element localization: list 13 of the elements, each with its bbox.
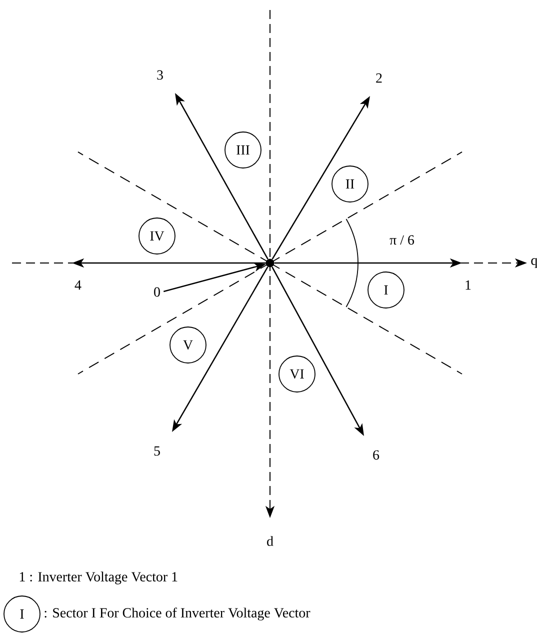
vector-label: 1 (466, 280, 471, 290)
vector-label: 6 (373, 450, 380, 460)
vector-label: 0 (154, 287, 160, 297)
legend-text: : Sector I For Choice of Inverter Voltage Vector (44, 608, 310, 620)
axis-label: q (531, 258, 537, 268)
center-point (266, 258, 274, 268)
vector-label: 4 (74, 280, 82, 290)
angle-label: π / 6 (390, 235, 414, 245)
vector-label: 3 (157, 70, 163, 80)
vector-label: 5 (154, 446, 160, 456)
vector-label: 2 (376, 73, 382, 83)
axis-label: d (267, 536, 274, 546)
legend-text: 1 : Inverter Voltage Vector 1 (20, 572, 178, 584)
